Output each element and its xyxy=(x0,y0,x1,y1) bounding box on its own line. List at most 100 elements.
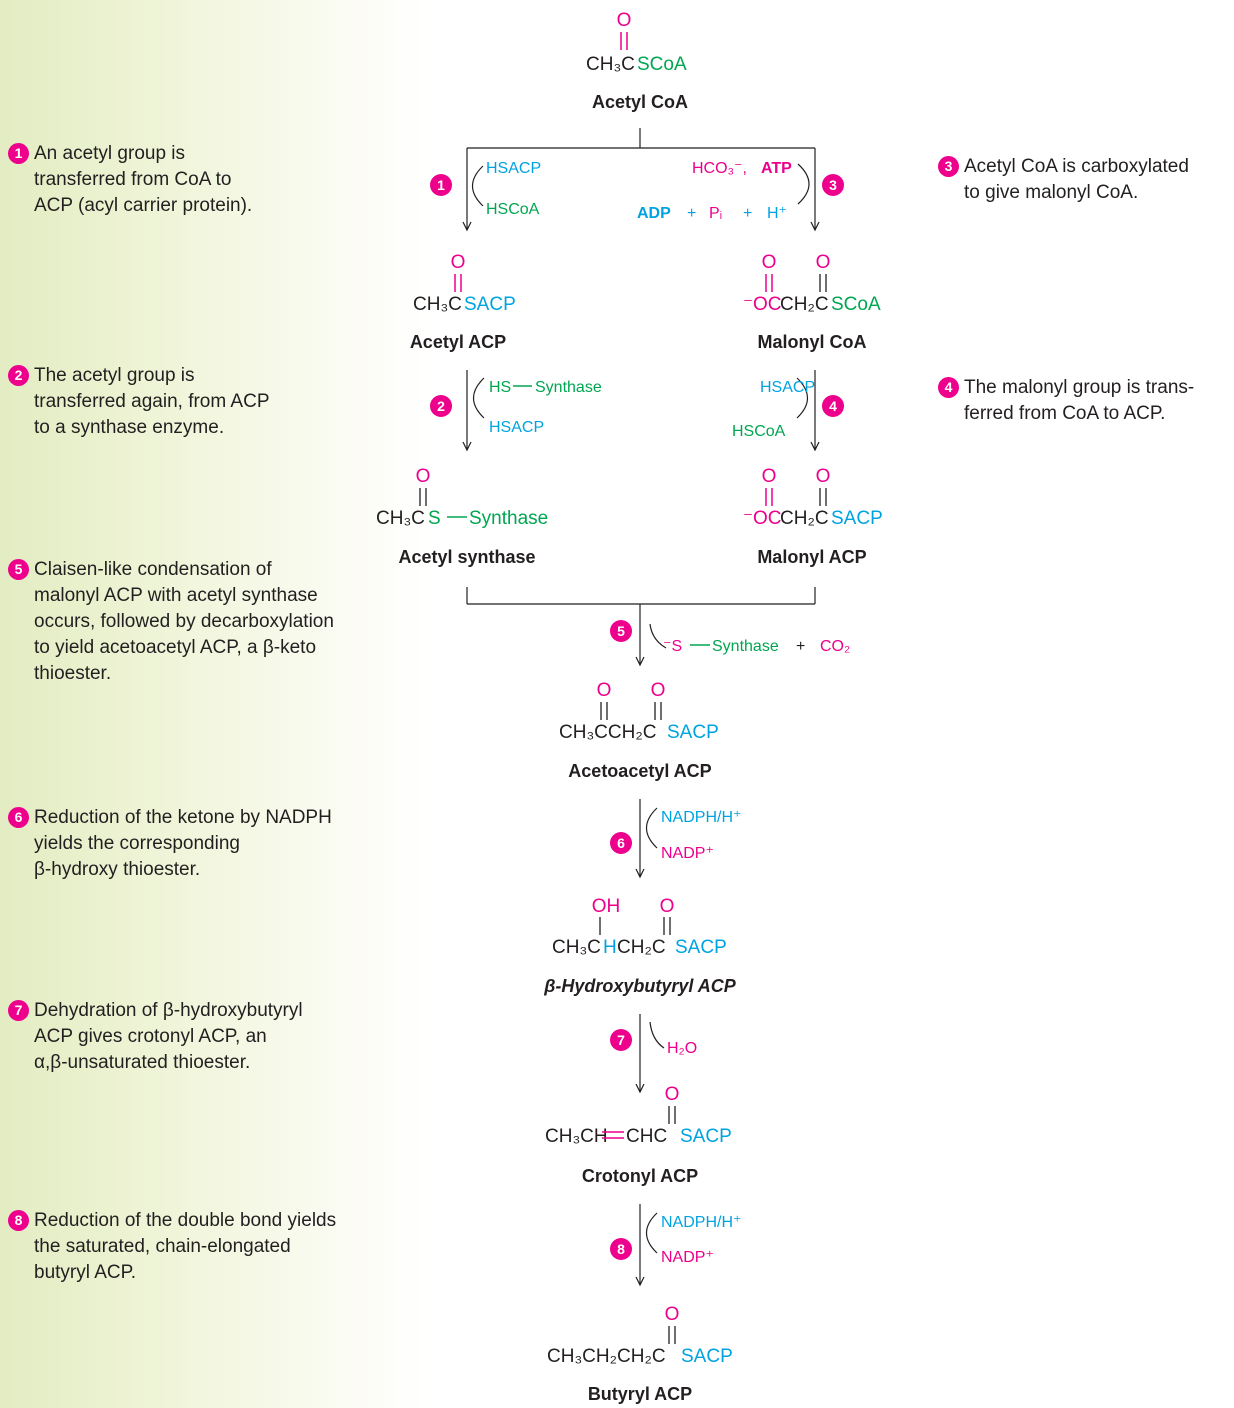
step-badge-1: 1 xyxy=(8,143,29,164)
step-note-8: 8 Reduction of the double bond yields th… xyxy=(8,1208,337,1286)
butyryl-acp-structure: O CH₃CH₂CH₂C SACP xyxy=(547,1304,733,1367)
note-line: The acetyl group is xyxy=(34,365,195,386)
reagent-label: NADP⁺ xyxy=(661,845,714,862)
compound-name: Acetyl CoA xyxy=(592,92,688,112)
formula-part: CH₃CCH₂C xyxy=(559,722,656,743)
formula-part: CH₃C xyxy=(413,294,462,315)
carbonyl-oxygen: O xyxy=(762,252,777,273)
step-note-7: 7 Dehydration of β-hydroxybutyryl ACP gi… xyxy=(8,998,303,1076)
reagent-label: NADPH/H⁺ xyxy=(661,1214,741,1231)
formula-part: CH₂C xyxy=(617,937,666,958)
formula-part: H xyxy=(603,937,617,958)
note-line: transferred again, from ACP xyxy=(34,391,270,412)
formula-part: SACP xyxy=(680,1126,732,1147)
reagent-label: ATP xyxy=(761,160,792,177)
reagent-label: Synthase xyxy=(712,638,779,655)
svg-text:8: 8 xyxy=(617,1241,625,1257)
note-line: ferred from CoA to ACP. xyxy=(964,403,1166,424)
note-line: yields the corresponding xyxy=(34,833,240,854)
svg-text:2: 2 xyxy=(437,398,445,414)
note-line: to a synthase enzyme. xyxy=(34,417,225,438)
note-line: An acetyl group is xyxy=(34,143,186,164)
step-note-3: 3 Acetyl CoA is carboxylated to give mal… xyxy=(938,154,1189,206)
curved-arrow xyxy=(645,807,658,849)
svg-text:6: 6 xyxy=(617,835,625,851)
reagent-label: Pᵢ xyxy=(709,205,722,222)
compound-name: Butyryl ACP xyxy=(588,1384,692,1404)
carbonyl-oxygen: O xyxy=(665,1084,680,1105)
curved-arrow xyxy=(796,377,809,419)
step-badge-7: 7 xyxy=(8,1000,29,1021)
compound-name: Acetyl ACP xyxy=(410,332,506,352)
step-badge-6: 6 xyxy=(8,807,29,828)
note-line: to give malonyl CoA. xyxy=(964,182,1139,203)
note-line: β-hydroxy thioester. xyxy=(34,859,201,880)
curved-arrow xyxy=(471,165,484,207)
arrowhead xyxy=(462,221,472,232)
step-badge-5: 5 xyxy=(610,620,632,642)
compound-name: Acetoacetyl ACP xyxy=(568,761,711,781)
compound-name: Malonyl CoA xyxy=(757,332,866,352)
reagent-label: HSACP xyxy=(760,379,815,396)
svg-text:3: 3 xyxy=(829,177,837,193)
note-line: Reduction of the ketone by NADPH xyxy=(34,807,332,828)
carbonyl-oxygen: O xyxy=(416,466,431,487)
formula-part: SACP xyxy=(675,937,727,958)
step-badge-3: 3 xyxy=(822,174,844,196)
arrowhead xyxy=(810,221,820,232)
formula-part: CH₂C xyxy=(780,508,829,529)
reagent-label: ADP xyxy=(637,205,671,222)
note-line: thioester. xyxy=(34,663,112,684)
note-line: occurs, followed by decarboxylation xyxy=(34,611,334,632)
step-note-5: 5 Claisen-like condensation of malonyl A… xyxy=(8,557,334,687)
formula-part: SACP xyxy=(667,722,719,743)
formula-part: Synthase xyxy=(469,508,548,529)
step-note-4: 4 The malonyl group is trans- ferred fro… xyxy=(938,375,1195,427)
step-badge-3: 3 xyxy=(938,156,959,177)
hydroxyl-group: OH xyxy=(592,896,621,917)
reagent-label: HSCoA xyxy=(732,423,786,440)
formula-part: CH₂C xyxy=(780,294,829,315)
note-line: The malonyl group is trans- xyxy=(964,377,1195,398)
note-line: α,β-unsaturated thioester. xyxy=(34,1052,251,1073)
reagent-label: H₂O xyxy=(667,1040,697,1057)
svg-text:7: 7 xyxy=(617,1032,625,1048)
formula-part: ⁻OC xyxy=(743,294,782,315)
note-line: ACP gives crotonyl ACP, an xyxy=(34,1026,267,1047)
carbonyl-oxygen: O xyxy=(816,466,831,487)
note-line: Reduction of the double bond yields xyxy=(34,1210,337,1231)
step-note-1: 1 An acetyl group is transferred from Co… xyxy=(8,141,252,219)
curved-arrow xyxy=(645,1212,658,1254)
compound-name: Malonyl ACP xyxy=(757,547,866,567)
reagent-label: + xyxy=(796,638,805,655)
arrowhead xyxy=(635,1083,645,1094)
reagent-label: + xyxy=(687,205,696,222)
arrowhead xyxy=(462,441,472,452)
note-line: Dehydration of β-hydroxybutyryl xyxy=(34,1000,303,1021)
reagent-label: NADP⁺ xyxy=(661,1249,714,1266)
acetyl-acp-structure: O CH₃C SACP xyxy=(413,252,516,315)
carbonyl-oxygen: O xyxy=(762,466,777,487)
svg-text:5: 5 xyxy=(617,623,625,639)
formula-part: SACP xyxy=(464,294,516,315)
formula-part: SCoA xyxy=(637,54,687,75)
step-badge-6: 6 xyxy=(610,832,632,854)
carbonyl-oxygen: O xyxy=(597,680,612,701)
reagent-label: HSACP xyxy=(489,419,544,436)
note-line: malonyl ACP with acetyl synthase xyxy=(34,585,318,606)
step-note-6: 6 Reduction of the ketone by NADPH yield… xyxy=(8,805,332,883)
formula-part: CH₃CH xyxy=(545,1126,608,1147)
crotonyl-acp-structure: O CH₃CH CHC SACP xyxy=(545,1084,732,1147)
formula-part: CH₃C xyxy=(586,54,635,75)
acetyl-coa-structure: O CH₃C SCoA xyxy=(586,10,687,75)
formula-part: SACP xyxy=(681,1346,733,1367)
reagent-label: HS xyxy=(489,379,511,396)
reagent-label: ⁻S xyxy=(663,638,682,655)
compound-name: Acetyl synthase xyxy=(398,547,535,567)
carbonyl-oxygen: O xyxy=(816,252,831,273)
step-badge-4: 4 xyxy=(822,395,844,417)
formula-part: SACP xyxy=(831,508,883,529)
curved-arrow xyxy=(797,163,810,205)
carbonyl-oxygen: O xyxy=(617,10,632,31)
formula-part: ⁻OC xyxy=(743,508,782,529)
